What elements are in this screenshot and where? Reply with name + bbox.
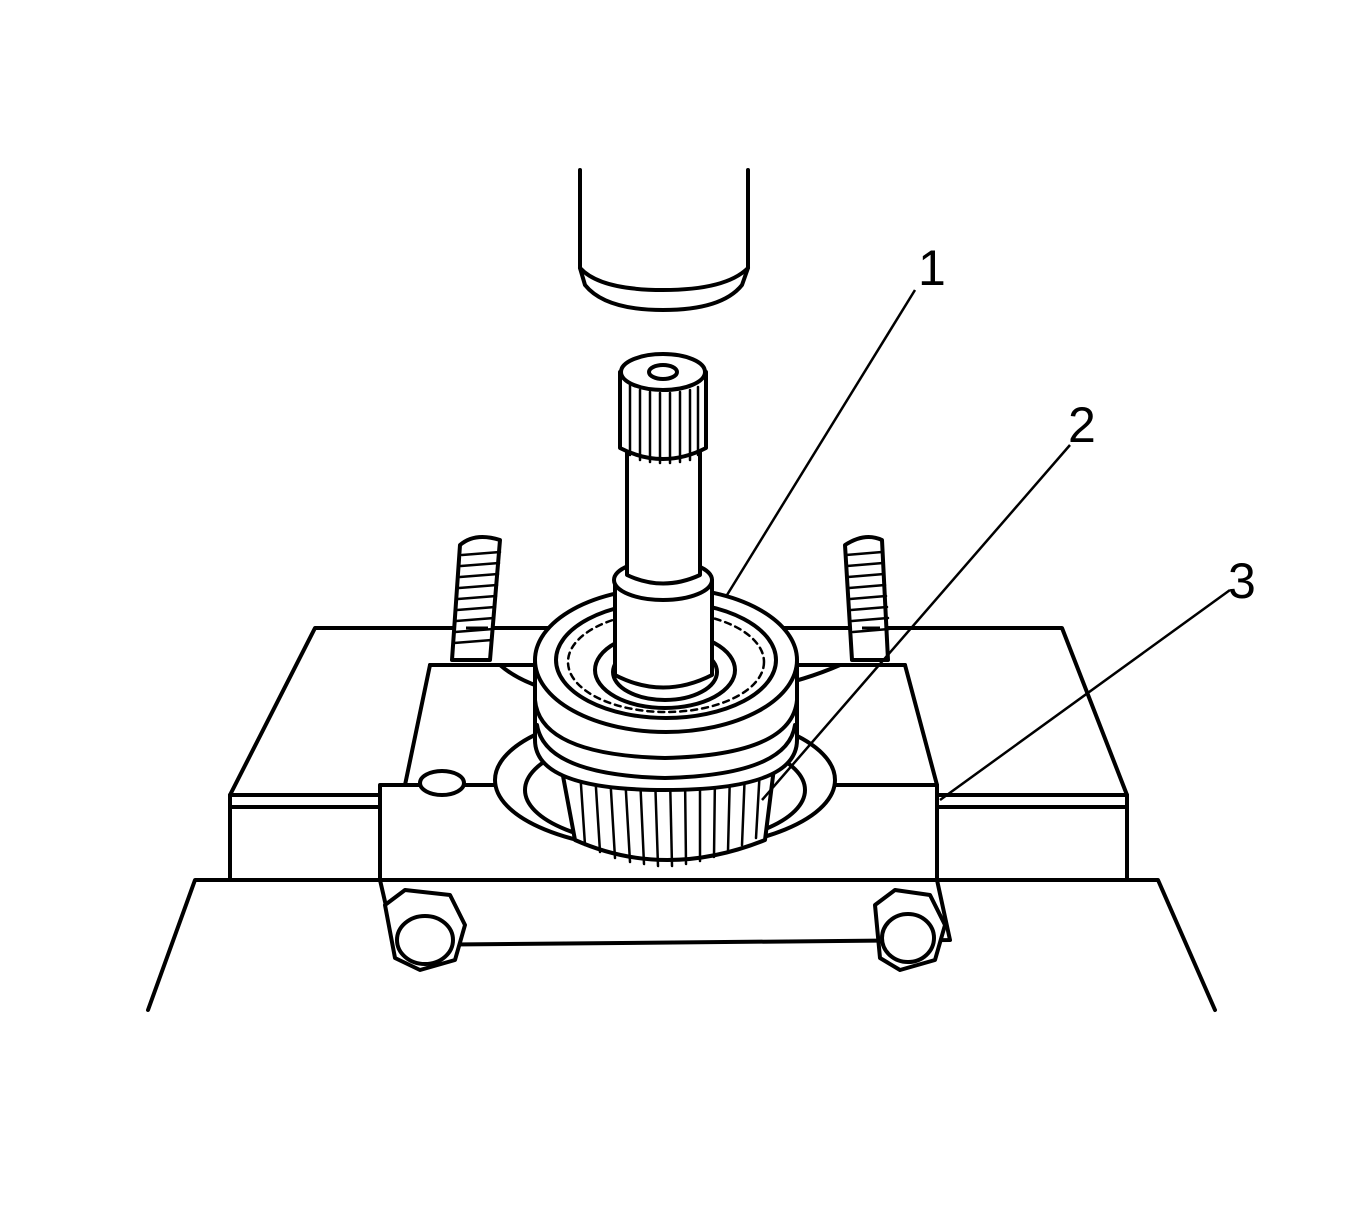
- callout-label-1: 1: [918, 240, 946, 296]
- callout-label-2: 2: [1068, 397, 1096, 453]
- shaft: [612, 352, 714, 690]
- leader-line-3: [939, 588, 1231, 802]
- leader-line-1: [725, 289, 917, 596]
- callout-3: 3: [939, 553, 1256, 802]
- callout-1: 1: [725, 240, 946, 596]
- nut-left: [383, 888, 467, 972]
- threaded-bolt-left: [450, 534, 502, 662]
- callout-2: 2: [761, 397, 1096, 801]
- clamp-bar: [378, 878, 952, 947]
- nut-right: [873, 888, 947, 972]
- press-ram: [578, 168, 750, 312]
- callout-label-3: 3: [1228, 553, 1256, 609]
- threaded-bolt-right: [843, 534, 891, 662]
- leader-line-2: [761, 444, 1071, 801]
